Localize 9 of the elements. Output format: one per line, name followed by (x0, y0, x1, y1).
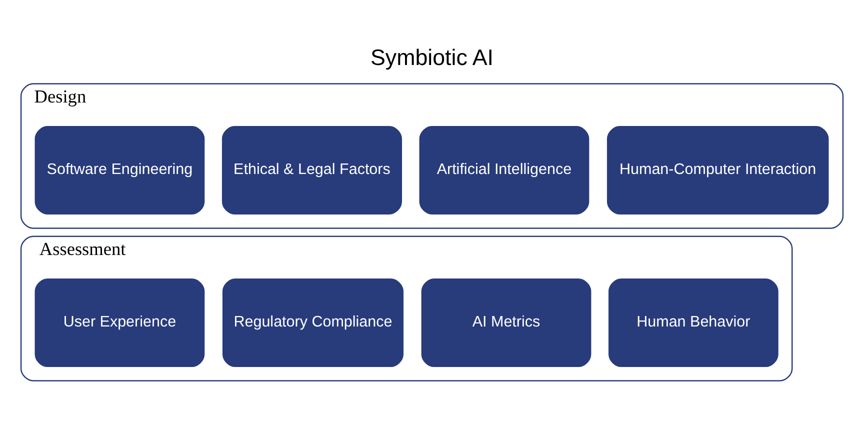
node-box: Software Engineering (34, 126, 205, 214)
node-box: Human Behavior (608, 278, 778, 368)
node-box: User Experience (34, 278, 205, 368)
node-box: AI Metrics (421, 278, 592, 368)
diagram-title: Symbiotic AI (370, 45, 494, 70)
node-box: Regulatory Compliance (222, 278, 404, 368)
node-box: Artificial Intelligence (419, 126, 590, 214)
node-box: Ethical & Legal Factors (222, 126, 402, 214)
node-box: Human-Computer Interaction (606, 126, 829, 214)
